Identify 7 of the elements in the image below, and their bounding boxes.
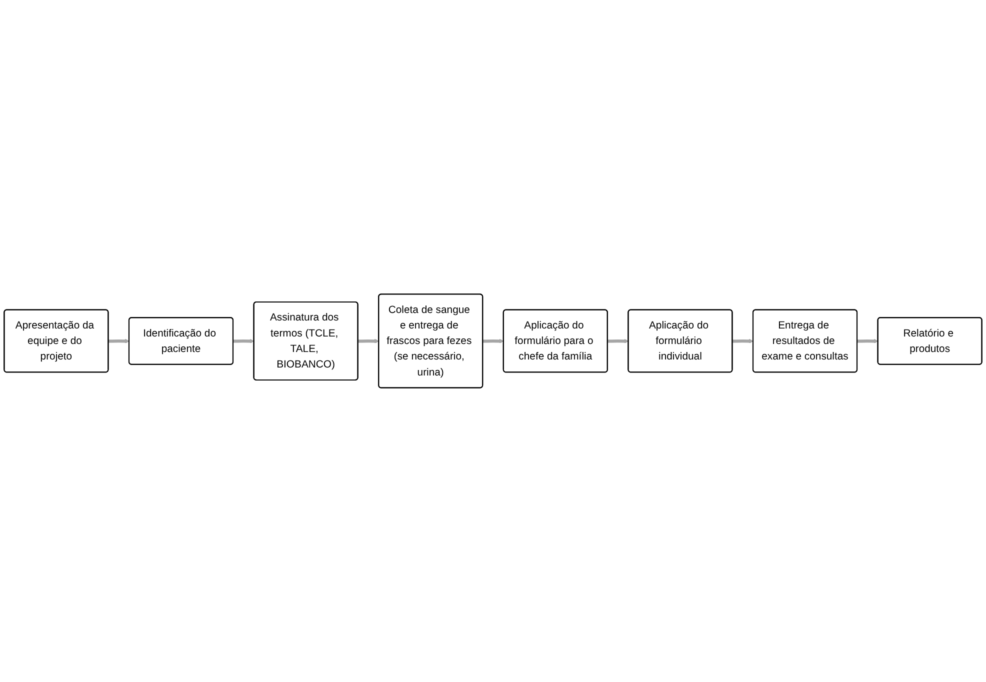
arrow (108, 338, 130, 344)
arrow (233, 338, 254, 344)
arrow (358, 338, 380, 344)
arrow (857, 338, 878, 344)
arrow (608, 338, 629, 344)
arrow (732, 338, 754, 344)
arrow (482, 338, 504, 344)
